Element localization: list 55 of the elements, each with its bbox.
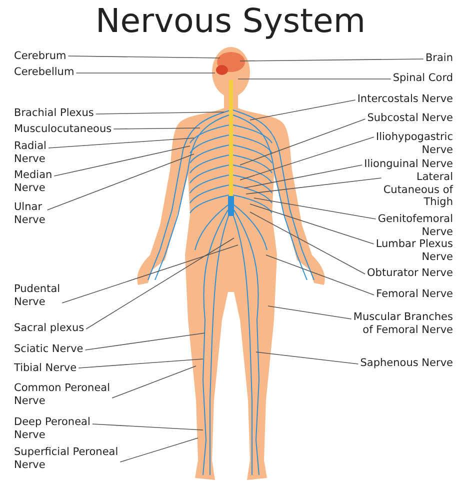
leader-line bbox=[95, 112, 224, 114]
part-label: Sciatic Nerve bbox=[14, 343, 84, 356]
leader-line bbox=[54, 146, 190, 176]
part-label: Spinal Cord bbox=[392, 72, 453, 84]
leader-line bbox=[246, 178, 382, 194]
part-label: Obturator Nerve bbox=[367, 267, 453, 280]
leader-line bbox=[244, 164, 362, 188]
leader-line bbox=[46, 154, 194, 210]
leader-line bbox=[240, 136, 374, 180]
part-label: Intercostals Nerve bbox=[357, 93, 453, 106]
leader-line bbox=[76, 72, 216, 74]
leader-line bbox=[48, 138, 194, 148]
part-label: Ulnar Nerve bbox=[14, 201, 56, 226]
leader-line bbox=[250, 100, 356, 120]
leader-line bbox=[240, 118, 366, 166]
leader-line bbox=[78, 358, 204, 368]
part-label: Cerebrum bbox=[14, 50, 66, 62]
part-label: Brachial Plexus bbox=[14, 107, 94, 120]
part-label: Muscular Branches of Femoral Nerve bbox=[341, 311, 453, 336]
part-label: Cerebellum bbox=[14, 66, 74, 78]
leader-line bbox=[68, 56, 220, 58]
leader-line bbox=[240, 58, 424, 62]
leader-line bbox=[113, 128, 200, 130]
part-label: Lateral Cutaneous of Thigh bbox=[383, 171, 453, 208]
part-label: Common Peroneal Nerve bbox=[14, 382, 124, 407]
leader-line bbox=[254, 198, 376, 220]
part-label: Pudental Nerve bbox=[14, 283, 66, 308]
part-label: Ilionguinal Nerve bbox=[364, 158, 453, 170]
part-label: Deep Peroneal Nerve bbox=[14, 416, 124, 441]
leader-line bbox=[84, 332, 206, 350]
leader-line bbox=[92, 424, 204, 430]
part-label: Lumbar Plexus Nerve bbox=[353, 238, 453, 263]
part-label: Genitofemoral Nerve bbox=[363, 213, 453, 238]
leader-line bbox=[120, 438, 198, 462]
leader-line bbox=[86, 238, 234, 330]
leader-line bbox=[256, 352, 359, 364]
leader-line bbox=[112, 366, 196, 398]
part-label: Superficial Peroneal Nerve bbox=[14, 446, 124, 471]
leader-line bbox=[238, 78, 392, 80]
part-label: Radial Nerve bbox=[14, 140, 62, 165]
part-label: Tibial Nerve bbox=[14, 362, 77, 374]
part-label: Median Nerve bbox=[14, 169, 70, 194]
leader-line bbox=[250, 204, 374, 244]
part-label: Brain bbox=[425, 52, 453, 64]
part-label: Sacral plexus bbox=[14, 322, 84, 334]
part-label: Iliohypogastric Nerve bbox=[363, 131, 453, 156]
part-label: Subcostal Nerve bbox=[367, 112, 453, 124]
part-label: Musculocutaneous bbox=[14, 123, 112, 136]
part-label: Femoral Nerve bbox=[376, 288, 453, 300]
leader-line bbox=[62, 244, 238, 304]
leader-line bbox=[250, 212, 366, 274]
title: Nervous System bbox=[94, 2, 366, 40]
leader-line bbox=[268, 306, 352, 320]
leader-line bbox=[266, 254, 374, 296]
part-label: Saphenous Nerve bbox=[360, 357, 453, 370]
